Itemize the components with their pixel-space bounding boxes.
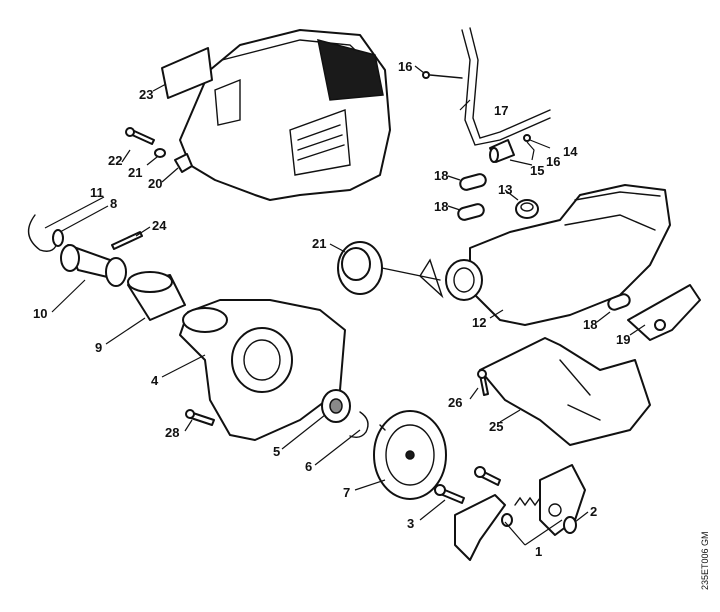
callout-7: 7 [343, 485, 351, 500]
leader-lines [44, 65, 646, 546]
callout-5: 5 [273, 444, 281, 459]
clip-23 [174, 153, 193, 173]
clutch-drum-7 [373, 410, 447, 500]
hose-clip-16b [523, 134, 531, 142]
shoulder-screw-3b [474, 466, 501, 486]
callout-1: 1 [535, 544, 543, 559]
screw-22 [477, 369, 489, 396]
callout-24: 21 [128, 165, 143, 180]
callout-26: 23 [139, 87, 154, 102]
callout-22: 26 [448, 395, 463, 410]
fuel-pickup-15 [489, 139, 515, 163]
bearing-sleeve-10 [60, 244, 127, 287]
callout-12: 12 [472, 315, 487, 330]
callout-28: 28 [165, 425, 180, 440]
callout-9: 9 [95, 340, 103, 355]
callout-20: 21 [312, 236, 327, 251]
clutch-shoe-b [539, 464, 586, 536]
tank-bracket-21 [479, 337, 651, 446]
clutch-housing-4 [179, 299, 346, 441]
callout-3: 3 [407, 516, 415, 531]
callout-16a: 16 [398, 59, 413, 74]
ball-bearing-5 [321, 389, 351, 423]
label-plate [161, 47, 213, 99]
screw-28 [185, 409, 215, 426]
callout-18a: 18 [434, 168, 449, 183]
grommet-18a [459, 173, 487, 191]
drawing-code: 235ET006 GM [700, 531, 710, 590]
callout-18c: 18 [583, 317, 598, 332]
collar-9 [127, 271, 186, 321]
callout-2: 2 [590, 504, 598, 519]
callout-10: 10 [33, 306, 48, 321]
washer-8 [52, 229, 64, 247]
callout-11: 11 [90, 185, 104, 200]
screw-27 [111, 231, 143, 250]
fuel-tank [445, 184, 671, 326]
callout-18b: 18 [434, 199, 449, 214]
callout-17: 17 [494, 103, 509, 118]
fan-housing-shroud [179, 29, 391, 201]
callout-25: 22 [108, 153, 123, 168]
grommet-18b [457, 203, 485, 221]
washer-2 [563, 516, 577, 534]
callout-21: 25 [489, 419, 504, 434]
callout-13: 13 [498, 182, 513, 197]
callout-14: 14 [563, 144, 578, 159]
vent-valve-13 [515, 199, 539, 219]
fuel-cap-20 [337, 241, 444, 299]
clutch-shoe-a [454, 494, 506, 561]
callout-27: 24 [152, 218, 167, 233]
screw-25 [125, 127, 155, 145]
callout-4: 4 [151, 373, 159, 388]
fuel-hose [429, 27, 551, 146]
callout-15: 15 [530, 163, 545, 178]
callout-16b: 16 [546, 154, 561, 169]
spacer-24 [154, 148, 166, 158]
callout-6: 6 [305, 459, 313, 474]
circlip-6 [349, 411, 369, 439]
callout-8: 8 [110, 196, 118, 211]
circlip-11 [27, 214, 59, 252]
callout-19: 19 [616, 332, 631, 347]
washer-1 [501, 513, 513, 527]
bracket-19 [627, 284, 701, 341]
shoulder-screw-3 [434, 484, 465, 504]
hose-clip-16a [422, 71, 430, 79]
callout-23: 20 [148, 176, 163, 191]
